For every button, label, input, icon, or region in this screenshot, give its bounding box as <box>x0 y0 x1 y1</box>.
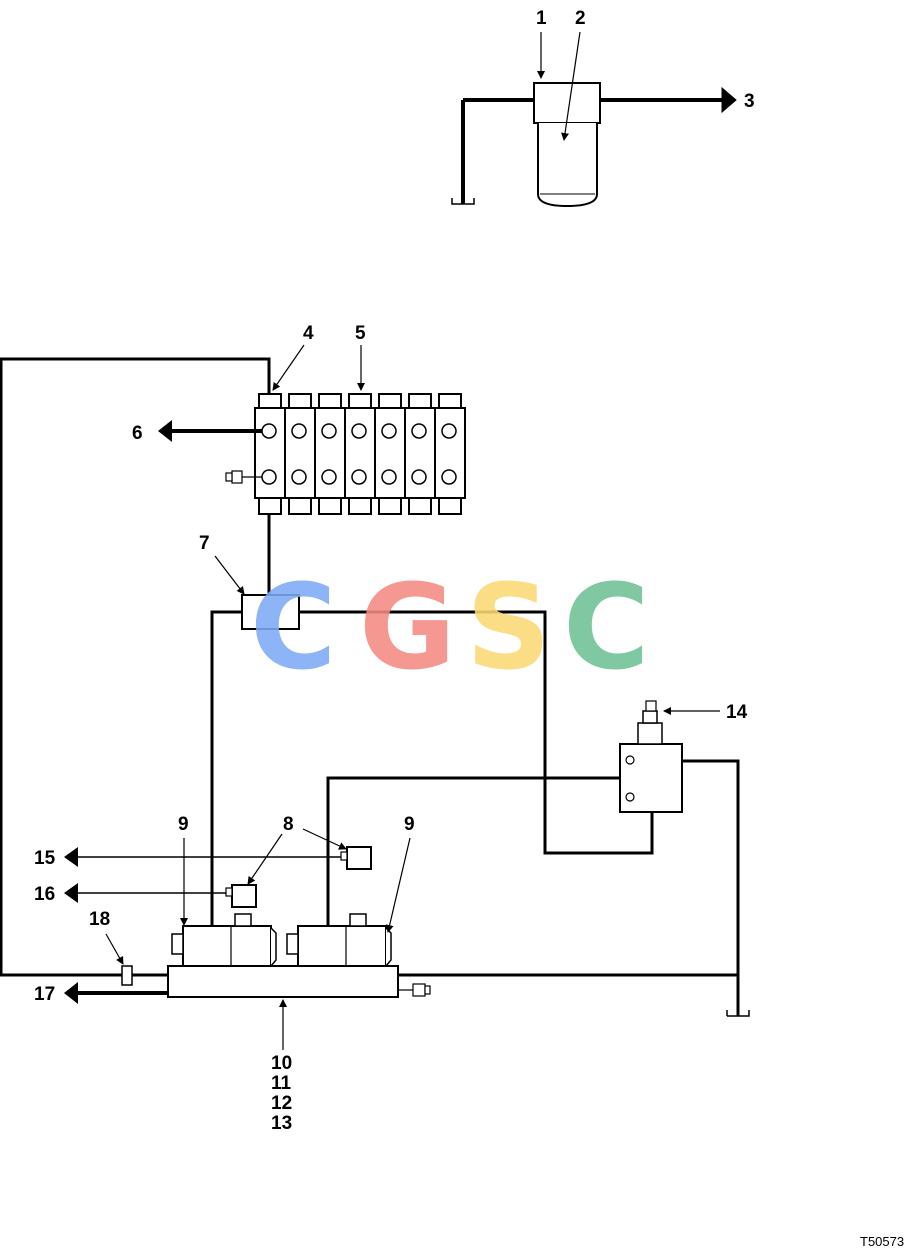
watermark: C G S C <box>250 558 650 696</box>
callout-17: 17 <box>34 984 55 1005</box>
callout-14: 14 <box>726 702 748 723</box>
filter-assembly <box>451 31 737 208</box>
callout-18: 18 <box>89 909 110 930</box>
leader-lines <box>105 344 720 1050</box>
callout-1: 1 <box>536 8 547 29</box>
watermark-letter-s: S <box>466 558 551 696</box>
callout-8: 8 <box>283 814 294 835</box>
callout-13: 13 <box>271 1113 292 1134</box>
callout-16: 16 <box>34 884 55 905</box>
outlet-arrow-3 <box>721 86 737 114</box>
callout-5: 5 <box>355 323 366 344</box>
manifold-assembly <box>167 913 431 998</box>
valve-bank <box>225 393 466 515</box>
callout-3: 3 <box>744 91 755 112</box>
watermark-letter-c2: C <box>563 558 650 696</box>
callout-12: 12 <box>271 1093 292 1114</box>
callout-labels: 1 2 3 4 5 6 7 8 9 9 10 11 12 13 14 15 16… <box>34 8 755 1134</box>
callout-15: 15 <box>34 848 56 869</box>
filter-bowl <box>537 123 598 208</box>
figure-reference: T50573 <box>860 1234 904 1249</box>
callout-7: 7 <box>199 533 210 554</box>
connectors-8 <box>225 846 372 908</box>
callout-9-right: 9 <box>404 814 415 835</box>
sensor-18 <box>121 965 133 986</box>
hydraulic-lines <box>0 357 750 1017</box>
outlets-left <box>64 847 341 1004</box>
restrictor-7 <box>241 594 300 630</box>
callout-10: 10 <box>271 1053 292 1074</box>
watermark-letter-c1: C <box>250 558 337 696</box>
callout-11: 11 <box>271 1073 292 1094</box>
relief-valve <box>619 700 683 813</box>
callout-9-left: 9 <box>178 814 189 835</box>
outlet-6 <box>158 420 262 442</box>
callout-6: 6 <box>132 423 143 444</box>
manifold-block <box>167 965 399 998</box>
callout-4: 4 <box>303 323 314 344</box>
watermark-letter-g: G <box>359 558 456 696</box>
callout-2: 2 <box>575 8 586 29</box>
